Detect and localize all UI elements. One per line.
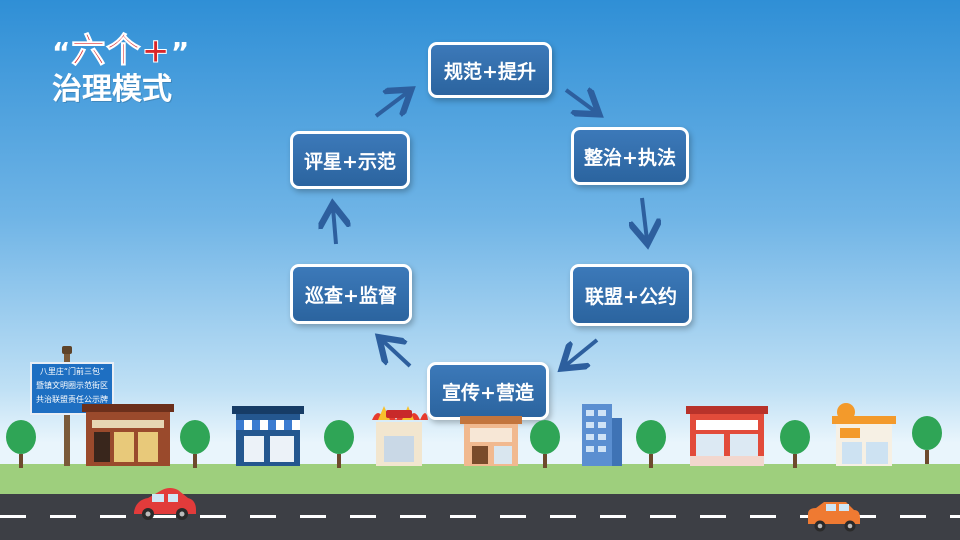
tree-icon <box>912 416 942 464</box>
arrow-n5-n6 <box>333 208 336 245</box>
tree-icon <box>6 420 36 468</box>
sign-line-3: 共治联盟责任公示牌 <box>36 395 108 404</box>
tree-icon <box>530 420 560 468</box>
shop-icon <box>82 404 174 466</box>
tree-icon <box>324 420 354 468</box>
sign-line-1: 八里庄“门前三包” <box>39 367 105 376</box>
node-xuncha-jiandu: 巡查+监督 <box>290 264 412 324</box>
title-main: 六个+ <box>71 31 171 71</box>
orange-car-icon <box>808 502 860 532</box>
store-icon <box>372 406 428 466</box>
shop-icon <box>832 403 896 466</box>
arrow-n4-n5 <box>382 340 412 368</box>
grass-strip <box>0 464 960 494</box>
tree-icon <box>636 420 666 468</box>
arrow-n6-n1 <box>374 92 408 118</box>
node-pingxing-shifan: 评星+示范 <box>290 131 410 189</box>
tree-icon <box>180 420 210 468</box>
node-lianmeng-gongyue: 联盟+公约 <box>570 264 692 326</box>
title-quote-open: “ <box>52 36 72 69</box>
arrow-n3-n4 <box>565 338 599 366</box>
arrow-n2-n3 <box>642 197 647 240</box>
shop-icon <box>686 406 768 466</box>
node-zhengzhi-zhifa: 整治+执法 <box>571 127 689 185</box>
arrow-n1-n2 <box>564 90 596 112</box>
slide-title: “六个+” 治理模式 <box>52 31 191 107</box>
title-subtitle: 治理模式 <box>52 71 172 107</box>
red-car-icon <box>134 488 196 520</box>
office-building-icon <box>582 404 622 466</box>
shop-icon <box>232 406 304 466</box>
title-line-1: “六个+” <box>52 31 191 71</box>
sign-pole-cap <box>62 346 72 354</box>
shop-icon <box>460 416 522 466</box>
title-quote-close: ” <box>170 36 191 69</box>
tree-icon <box>780 420 810 468</box>
sign-line-2: 暨镇文明圈示范街区 <box>36 381 108 390</box>
node-guifan-tisheng: 规范+提升 <box>428 42 552 98</box>
